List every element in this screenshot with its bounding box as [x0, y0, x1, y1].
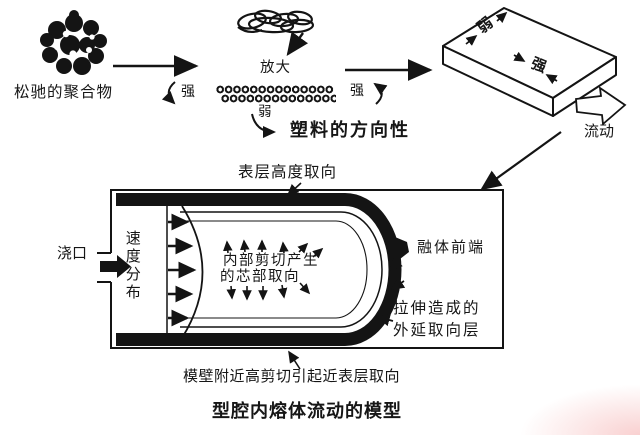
surface-orientation-label: 表层高度取向 [238, 163, 338, 181]
wall-label-pointer-arrow [288, 350, 301, 370]
melt-front-marker [388, 237, 409, 290]
flow-laminae [180, 211, 383, 328]
velocity-profile [166, 200, 204, 341]
strong-left-curve-arrow [161, 81, 176, 105]
diagram-caption: 型腔内熔体流动的模型 [212, 401, 402, 422]
arrow-slab-to-cavity [480, 131, 562, 191]
corner-artifact [510, 380, 640, 435]
strong-right-label: 强 [350, 83, 364, 99]
flow-label: 流动 [584, 122, 615, 140]
stretch-layer-line2: 外延取向层 [393, 321, 481, 339]
wall-shear-label: 模壁附近高剪切引起近表层取向 [183, 367, 401, 385]
magnify-arrow [286, 31, 309, 56]
molded-slab-drawing [442, 7, 617, 117]
entangled-chain-drawing [237, 9, 315, 34]
melt-front-label: 融体前端 [417, 238, 486, 256]
stretch-layer-pointer-arrow [376, 313, 394, 327]
cavity-outline [97, 189, 504, 349]
magnify-label: 放大 [260, 60, 291, 76]
flow-arrow-icon [575, 86, 627, 126]
polymer-coil-drawing [40, 10, 107, 75]
bead-chain-row-1 [216, 85, 334, 94]
directionality-title: 塑料的方向性 [290, 120, 410, 141]
gate-arrow-icon [100, 255, 131, 278]
velocity-distribution-label: 速度分布 [123, 230, 142, 302]
weak-down-curve-arrow [251, 113, 276, 138]
strong-left-label: 强 [181, 84, 195, 100]
surface-label-pointer-arrow [286, 182, 302, 197]
gate-label: 浇口 [57, 244, 88, 262]
core-orientation-line2: 的芯部取向 [220, 269, 300, 285]
stretch-layer-line1: 拉伸造成的 [393, 299, 481, 317]
polymer-label: 松驰的聚合物 [14, 83, 114, 101]
core-orientation-line1: 内部剪切产生 [223, 253, 319, 269]
bead-chain-row-2 [221, 94, 336, 103]
core-orientation-marks [223, 239, 324, 301]
strong-right-curve-arrow [373, 82, 388, 105]
weak-label: 弱 [258, 104, 272, 120]
